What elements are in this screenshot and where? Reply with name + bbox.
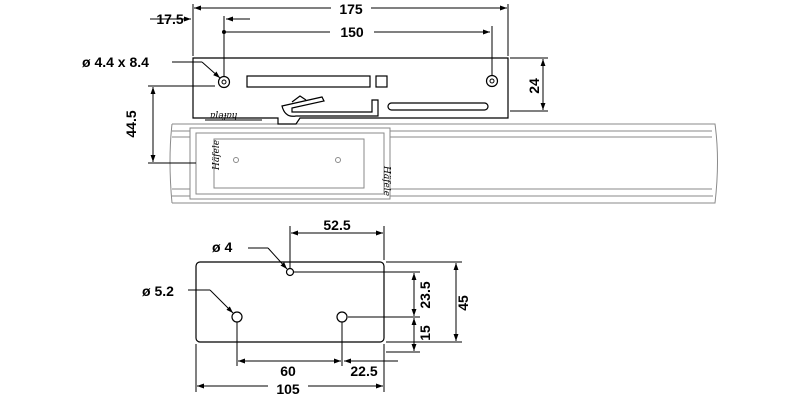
rail-end-cap: Häfele Häfele [189,127,391,200]
dim-44-5: 44.5 [123,85,215,164]
small-hole [285,267,295,277]
dim-large-hole: ø 5.2 [142,283,234,314]
lower-slot [387,102,489,111]
dim-22-5-label: 22.5 [350,363,377,379]
dim-175: 175 [192,0,509,56]
mounting-plate [195,261,385,343]
dim-60-22-5: 60 22.5 [236,322,398,379]
dim-175-label: 175 [339,1,363,17]
dim-23-5-label: 23.5 [417,281,433,308]
dim-slot-hole: ø 4.4 x 8.4 [82,54,221,79]
dim-52-5: 52.5 [289,217,385,268]
dim-slot-hole-label: ø 4.4 x 8.4 [82,54,149,70]
brand-mark: ɐlǝɟɐɥ [210,111,238,121]
dim-44-5-label: 44.5 [123,110,139,137]
slot-hole-left [217,75,231,89]
dim-105-label: 105 [276,381,300,397]
dim-heights: 23.5 15 45 [294,261,471,353]
dim-60-label: 60 [280,363,296,379]
dim-150-label: 150 [340,24,364,40]
dim-105: 105 [195,344,385,397]
dim-52-5-label: 52.5 [323,217,350,233]
dim-24-label: 24 [526,78,542,94]
svg-text:Häfele: Häfele [212,140,222,171]
dim-24: 24 [510,57,548,112]
svg-text:Häfele: Häfele [381,165,391,196]
clip-lever [281,96,379,117]
dim-15-label: 15 [417,325,433,341]
dim-17-5-label: 17.5 [156,11,183,27]
hole-right [485,74,499,88]
dim-small-hole: ø 4 [212,239,288,270]
dim-17-5: 17.5 [150,11,250,76]
small-square [375,75,388,88]
dim-150: 150 [222,23,493,75]
dim-large-hole-label: ø 5.2 [142,283,174,299]
dim-45-label: 45 [455,295,471,311]
dim-small-hole-label: ø 4 [212,239,232,255]
long-slot [246,75,371,88]
bracket-plate: ɐlǝɟɐɥ [192,57,509,125]
large-hole-left [231,311,243,323]
large-hole-right [336,311,348,323]
